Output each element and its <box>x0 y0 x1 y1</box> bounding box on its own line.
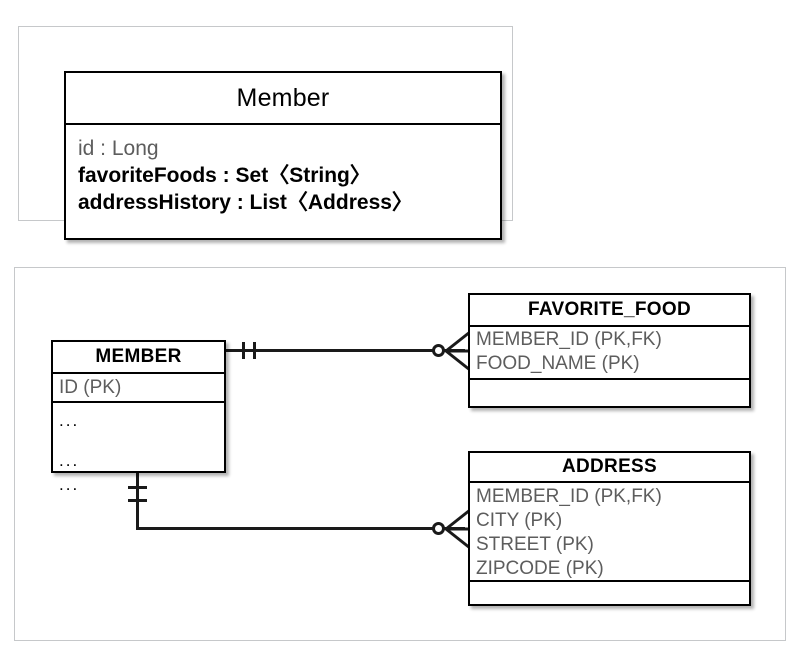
erd-table-columns-compartment: ... ... ... <box>53 401 224 494</box>
uml-attribute-favorite-foods: favoriteFoods : Set〈String〉 <box>78 164 371 187</box>
erd-table-address[interactable]: ADDRESS MEMBER_ID (PK,FK) CITY (PK) STRE… <box>468 451 751 606</box>
cardinality-zero-circle <box>432 344 445 357</box>
erd-table-empty-compartment <box>470 378 749 406</box>
erd-table-empty-compartment <box>470 580 749 604</box>
uml-attribute-address-history: addressHistory : List〈Address〉 <box>78 191 413 214</box>
erd-column-street: STREET (PK) <box>476 534 594 555</box>
uml-class-name: Member <box>236 83 330 112</box>
erd-column-placeholder-1: ... <box>59 411 80 430</box>
cardinality-one-tick-a <box>242 342 245 359</box>
erd-column-zipcode: ZIPCODE (PK) <box>476 558 604 579</box>
erd-column-food-name: FOOD_NAME (PK) <box>476 353 640 374</box>
erd-column-placeholder-2: ... <box>59 451 80 470</box>
cardinality-many-crowsfoot <box>445 330 471 377</box>
uml-attribute-id: id : Long <box>78 137 159 160</box>
erd-column-placeholder-3: ... <box>59 475 80 494</box>
cardinality-many-crowsfoot <box>445 508 471 555</box>
erd-table-columns-compartment: MEMBER_ID (PK,FK) CITY (PK) STREET (PK) … <box>470 481 749 580</box>
erd-column-spacer <box>53 433 224 449</box>
erd-table-name: ADDRESS <box>561 456 657 477</box>
erd-table-member[interactable]: MEMBER ID (PK) ... ... ... <box>51 340 226 494</box>
uml-class-title-compartment: Member <box>66 73 500 123</box>
erd-table-title-compartment: FAVORITE_FOOD <box>470 295 749 325</box>
cardinality-one-tick-a <box>128 486 147 489</box>
relationship-line <box>226 349 465 352</box>
relationship-line-horizontal <box>136 527 465 530</box>
erd-column-city: CITY (PK) <box>476 510 563 531</box>
uml-class-attributes-compartment: id : Long favoriteFoods : Set〈String〉 ad… <box>66 123 500 238</box>
erd-table-title-compartment: MEMBER <box>53 342 224 372</box>
erd-table-title-compartment: ADDRESS <box>470 453 749 481</box>
uml-panel: Member id : Long favoriteFoods : Set〈Str… <box>18 26 513 240</box>
erd-table-columns-compartment: MEMBER_ID (PK,FK) FOOD_NAME (PK) <box>470 325 749 378</box>
cardinality-zero-circle <box>432 522 445 535</box>
cardinality-one-tick-b <box>253 342 256 359</box>
erd-column-member-id: MEMBER_ID (PK,FK) <box>476 329 662 350</box>
erd-table-name: FAVORITE_FOOD <box>528 299 691 320</box>
erd-panel: MEMBER ID (PK) ... ... ... FAVORITE_FOOD… <box>14 267 786 641</box>
uml-class-member[interactable]: Member id : Long favoriteFoods : Set〈Str… <box>64 71 502 240</box>
erd-table-name: MEMBER <box>95 346 182 367</box>
erd-column-member-id: MEMBER_ID (PK,FK) <box>476 486 662 507</box>
cardinality-one-tick-b <box>128 499 147 502</box>
erd-column-id: ID (PK) <box>59 377 122 398</box>
erd-table-favorite-food[interactable]: FAVORITE_FOOD MEMBER_ID (PK,FK) FOOD_NAM… <box>468 293 751 408</box>
erd-table-key-compartment: ID (PK) <box>53 372 224 401</box>
